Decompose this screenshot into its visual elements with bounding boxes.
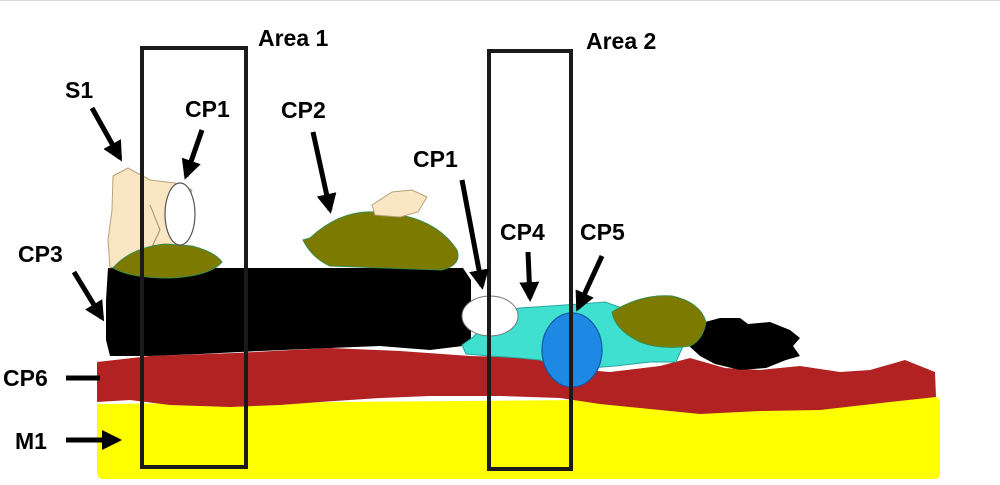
cp6-layer bbox=[97, 348, 936, 414]
cp1-left-arrow bbox=[181, 129, 205, 180]
cp3-right-cluster bbox=[688, 318, 800, 370]
cp3-label: CP3 bbox=[18, 241, 63, 267]
cp1-phase-left bbox=[164, 182, 196, 246]
cp3-arrow bbox=[71, 270, 105, 322]
cp2-phase-middle bbox=[302, 211, 459, 271]
cp4-arrow bbox=[519, 251, 540, 302]
cp1-right-arrow bbox=[459, 179, 489, 290]
area1-label: Area 1 bbox=[258, 25, 329, 51]
cp3-layer bbox=[106, 268, 471, 356]
cp4-label: CP4 bbox=[500, 219, 545, 245]
m1-label: M1 bbox=[15, 428, 47, 454]
cp2-arrow bbox=[310, 131, 337, 214]
cp5-arrow bbox=[575, 254, 605, 312]
olive-phase-right bbox=[611, 295, 707, 348]
m1-layer bbox=[97, 397, 940, 479]
cp5-label: CP5 bbox=[580, 219, 625, 245]
cp1-left-label: CP1 bbox=[185, 96, 230, 122]
area2-label: Area 2 bbox=[586, 28, 656, 54]
cp1-right-label: CP1 bbox=[413, 146, 458, 172]
area1-frame bbox=[140, 46, 248, 469]
s1-label: S1 bbox=[65, 77, 93, 103]
cp6-label: CP6 bbox=[3, 365, 48, 391]
s1-arrow bbox=[89, 106, 123, 162]
area2-frame bbox=[487, 49, 573, 471]
s1-phase-middle bbox=[371, 189, 428, 218]
cp2-label: CP2 bbox=[281, 97, 326, 123]
top-border-line bbox=[0, 0, 1000, 1]
